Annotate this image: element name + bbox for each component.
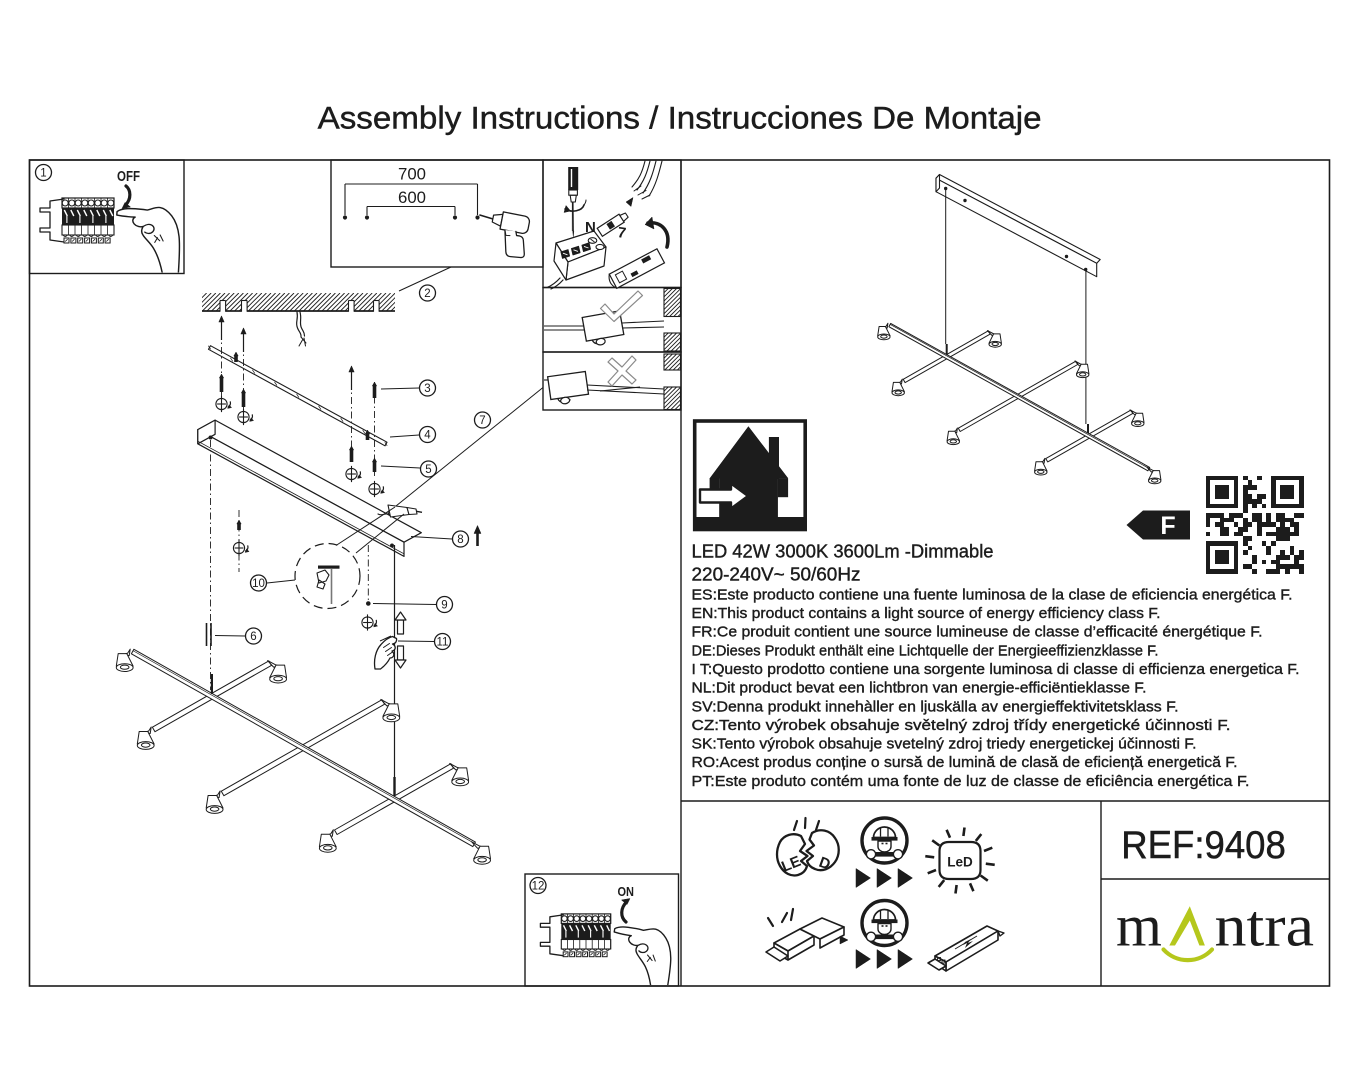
- svg-text:m: m: [1116, 893, 1162, 959]
- svg-text:LED 42W 3000K 3600Lm -Dimmable: LED 42W 3000K 3600Lm -Dimmable: [692, 541, 994, 562]
- svg-text:I T:Questo prodotto contiene u: I T:Questo prodotto contiene una sorgent…: [692, 661, 1300, 678]
- svg-text:LE: LE: [779, 853, 803, 876]
- svg-text:CZ:Tento výrobek obsahuje svět: CZ:Tento výrobek obsahuje světelný zdroj…: [692, 717, 1231, 734]
- svg-text:1: 1: [40, 168, 46, 180]
- svg-text:220-240V~ 50/60Hz: 220-240V~ 50/60Hz: [692, 564, 861, 585]
- svg-text:2: 2: [424, 288, 430, 300]
- svg-text:5: 5: [425, 464, 431, 476]
- svg-text:ON: ON: [618, 885, 635, 899]
- svg-text:SV:Denna produkt innehàller en: SV:Denna produkt innehàller en ljuskälla…: [692, 698, 1179, 715]
- svg-text:PT:Este produto contém uma fon: PT:Este produto contém uma fonte de luz …: [692, 773, 1250, 790]
- svg-text:SK:Tento výrobok obsahuje svet: SK:Tento výrobok obsahuje svetelný zdroj…: [692, 736, 1197, 753]
- svg-text:DE:Dieses Produkt enthält eine: DE:Dieses Produkt enthält eine Lichtquel…: [692, 642, 1159, 659]
- svg-text:OFF: OFF: [117, 169, 140, 185]
- svg-text:11: 11: [437, 637, 449, 649]
- svg-text:600: 600: [398, 188, 426, 207]
- svg-text:NL:Dit product bevat een licht: NL:Dit product bevat een lichtbron van e…: [692, 680, 1147, 697]
- svg-text:700: 700: [398, 165, 426, 184]
- svg-text:EN:This product contains a lig: EN:This product contains a light source …: [692, 605, 1161, 622]
- svg-text:F: F: [1160, 512, 1175, 540]
- svg-text:ntra: ntra: [1215, 893, 1315, 959]
- svg-text:REF:9408: REF:9408: [1121, 824, 1286, 867]
- svg-text:FR:Ce produit contient une sou: FR:Ce produit contient une source lumine…: [692, 624, 1263, 641]
- svg-text:12: 12: [532, 881, 545, 893]
- svg-text:N: N: [585, 219, 596, 236]
- svg-text:RO:Acest produs conține o surs: RO:Acest produs conține o sursă de lumin…: [692, 754, 1238, 771]
- svg-text:7: 7: [616, 224, 627, 242]
- svg-text:7: 7: [479, 415, 485, 427]
- svg-text:4: 4: [424, 430, 431, 442]
- svg-text:LeD: LeD: [947, 855, 973, 870]
- svg-text:8: 8: [457, 534, 463, 546]
- svg-text:6: 6: [250, 631, 256, 643]
- svg-text:10: 10: [252, 578, 265, 590]
- svg-text:9: 9: [441, 600, 447, 612]
- svg-text:ES:Este producto contiene una: ES:Este producto contiene una fuente lum…: [692, 586, 1293, 603]
- svg-text:3: 3: [424, 383, 430, 395]
- svg-text:Assembly Instructions / Instru: Assembly Instructions / Instrucciones De…: [318, 99, 1042, 135]
